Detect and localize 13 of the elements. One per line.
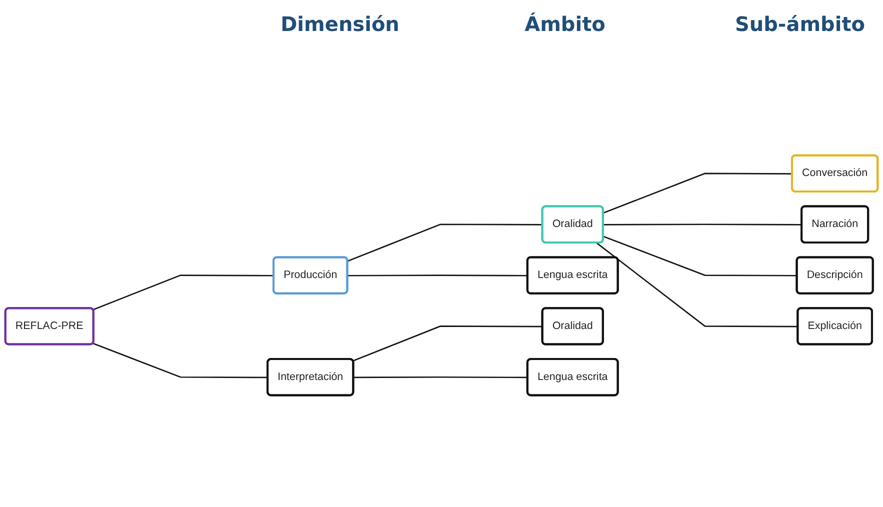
connector — [596, 242, 798, 328]
connector — [92, 342, 268, 378]
connector — [352, 326, 543, 362]
connector — [354, 376, 528, 378]
connector — [92, 274, 274, 311]
column-heading: Ámbito — [524, 12, 606, 36]
connector — [348, 274, 528, 276]
connector — [603, 173, 792, 214]
connector — [603, 236, 798, 276]
connector — [603, 224, 802, 226]
connector — [347, 224, 543, 262]
column-heading: Dimensión — [280, 12, 400, 36]
column-heading: Sub-ámbito — [734, 12, 866, 36]
